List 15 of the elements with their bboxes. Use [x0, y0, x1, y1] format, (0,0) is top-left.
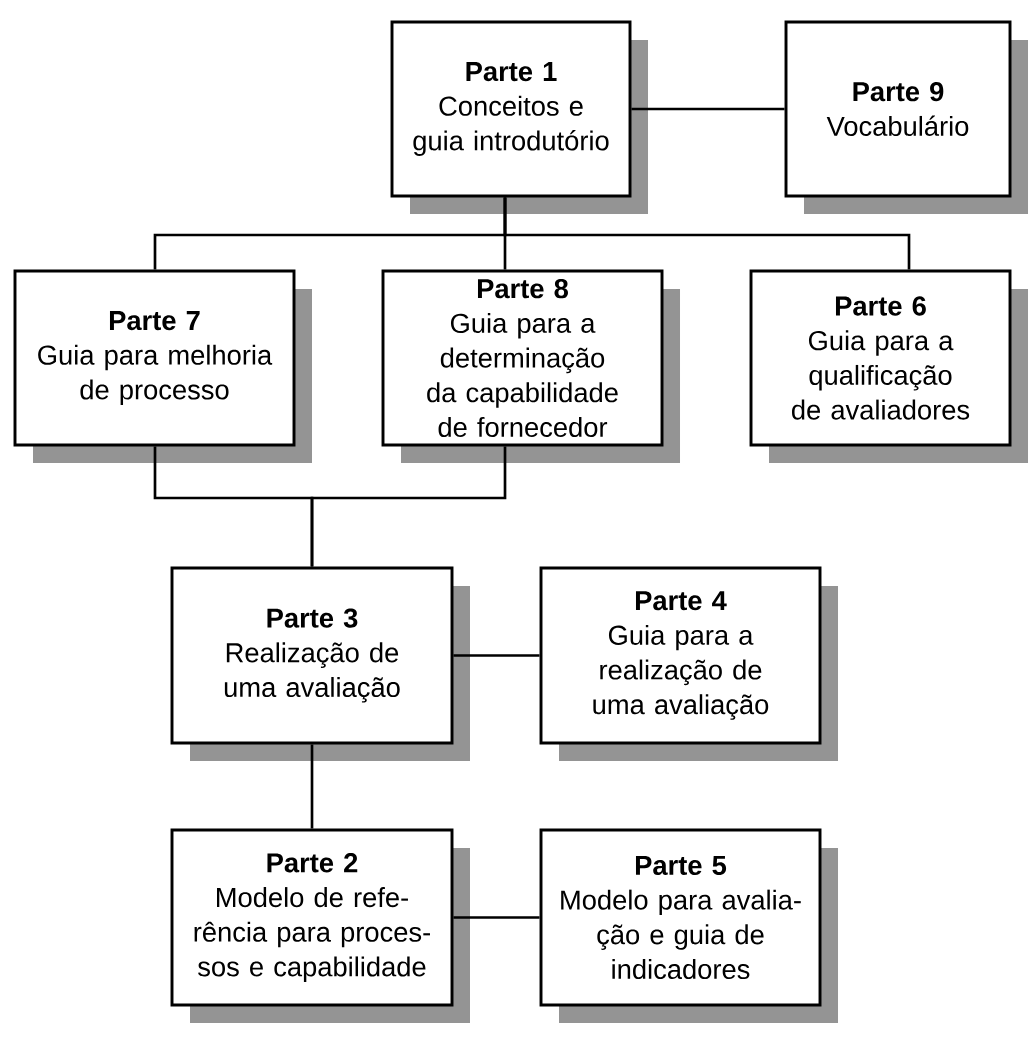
part-box: Parte 1 Conceitos e guia introdutório: [390, 20, 648, 214]
connector-line: [453, 916, 540, 919]
part-box: Parte 9 Vocabulário: [784, 20, 1028, 214]
connector-line: [453, 654, 540, 657]
part-box: Parte 6 Guia para a qualificação de avaliadores: [749, 269, 1028, 463]
part-box: Parte 3 Realização de uma avaliação: [170, 566, 470, 761]
connector-line: [503, 197, 911, 270]
connector-line: [631, 107, 785, 111]
connector-line: [310, 446, 507, 567]
part-box: Parte 7 Guia para melhoria de processo: [13, 269, 312, 463]
part-box: Parte 5 Modelo para avalia- ção e guia de indicadores: [539, 828, 838, 1023]
part-box: Parte 2 Modelo de refe- rência para proces- sos e capabilidade: [170, 828, 470, 1023]
part-box: Parte 4 Guia para a realização de uma avaliação: [539, 566, 838, 761]
connector-line: [310, 744, 314, 829]
part-box: Parte 8 Guia para a determinação da capabilidade de fornecedor: [381, 269, 680, 463]
